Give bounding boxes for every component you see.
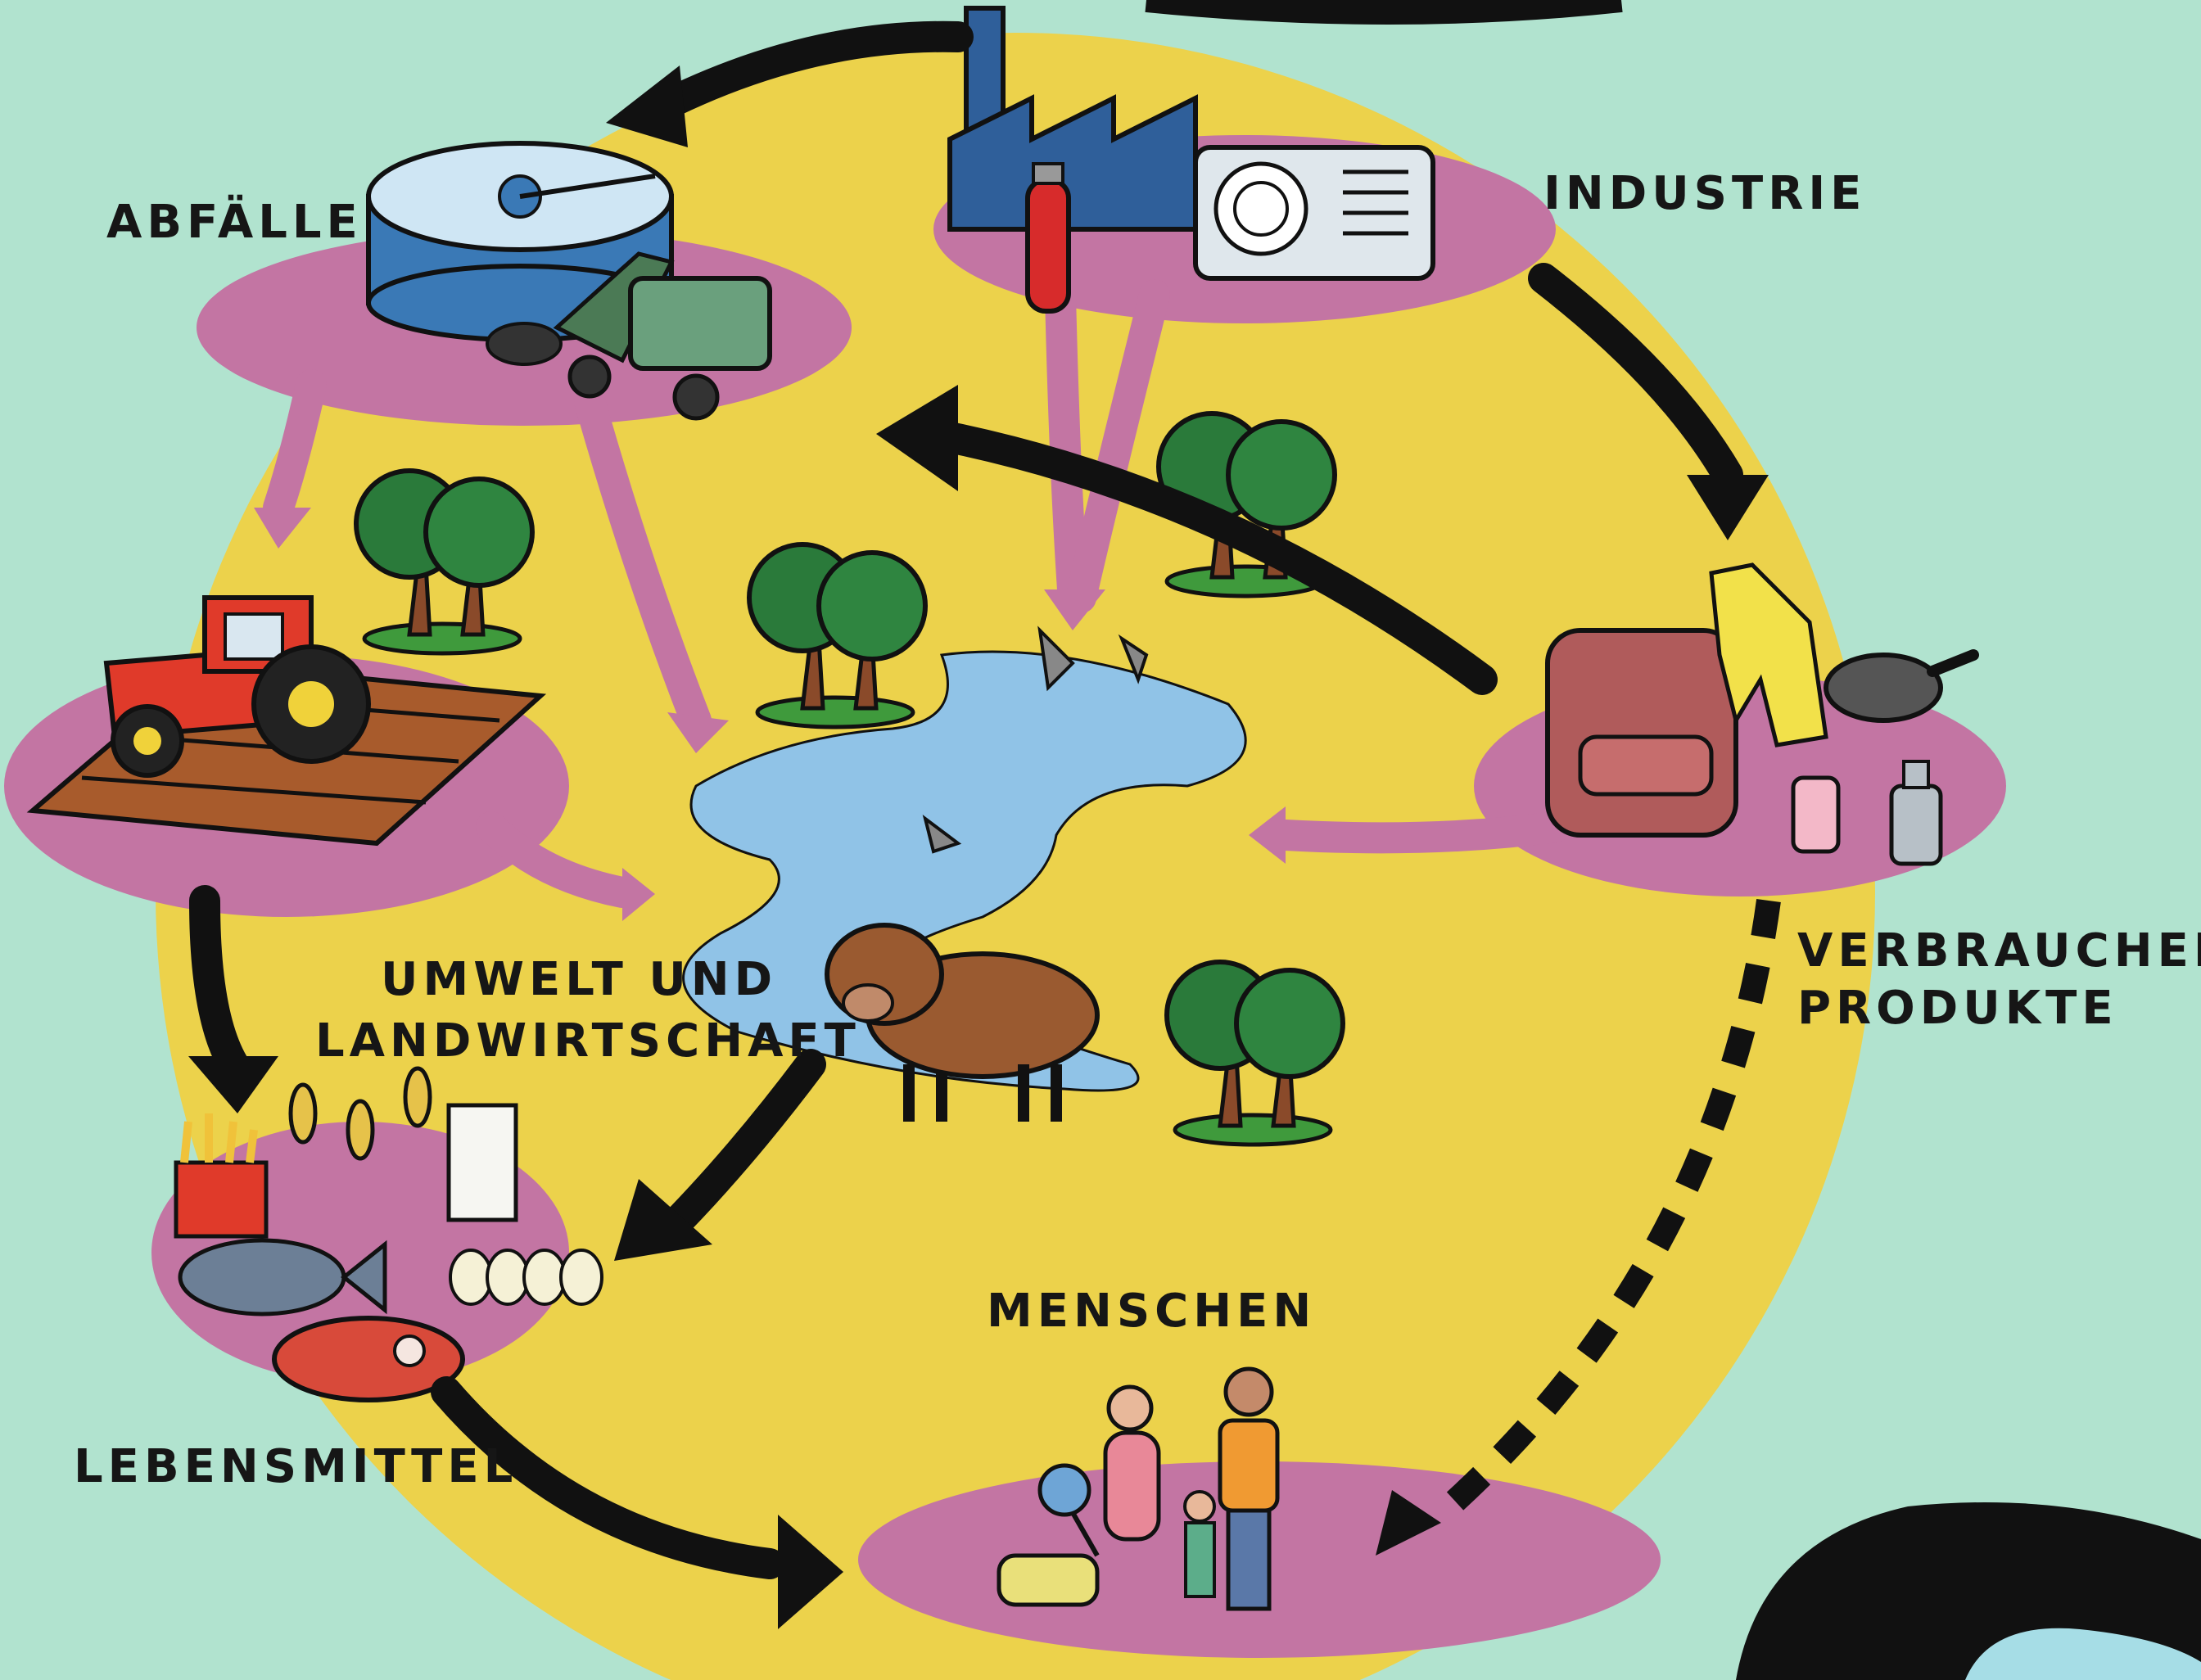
character-head-icon (1736, 1502, 2201, 1680)
label-environment-line2: LANDWIRTSCHAFT (315, 1014, 861, 1068)
tractor-icon (103, 595, 371, 778)
armchair-icon (1545, 628, 1738, 838)
fish-food-icon (178, 1238, 387, 1316)
fries-icon (174, 1113, 269, 1239)
steak-icon (272, 1316, 465, 1402)
fish-icon (922, 625, 1149, 854)
label-people: MENSCHEN (987, 1285, 1316, 1338)
label-waste: ABFÄLLE (106, 196, 363, 249)
ac-unit-icon (1193, 145, 1435, 281)
label-environment-line1: UMWELT UND (381, 953, 777, 1006)
pan-icon (1824, 649, 1979, 723)
label-food: LEBENSMITTEL (74, 1440, 517, 1493)
pollution-arrowheads (254, 508, 1286, 921)
cycle-arrows (189, 20, 1743, 1579)
milk-glass-icon (446, 1103, 518, 1222)
spray-bottle-icon (1791, 760, 1943, 866)
truck-icon (486, 251, 772, 421)
raincoat-icon (1709, 562, 1828, 747)
factory-icon (947, 6, 1198, 314)
wheat-icon (288, 1066, 432, 1161)
family-icon (997, 1366, 1280, 1611)
top-arc-icon (1145, 0, 1623, 25)
cycle-arrowheads (188, 65, 1769, 1629)
river (682, 650, 1247, 1092)
label-industry: INDUSTRIE (1543, 167, 1866, 220)
label-consumer-line1: VERBRAUCHER- (1797, 924, 2201, 978)
label-consumer-line2: PRODUKTE (1797, 982, 2118, 1035)
eggs-icon (449, 1249, 603, 1306)
dashed-arrow (1440, 898, 1781, 1516)
wastewater-plant-icon (366, 141, 674, 342)
boar-icon (825, 923, 1100, 1122)
